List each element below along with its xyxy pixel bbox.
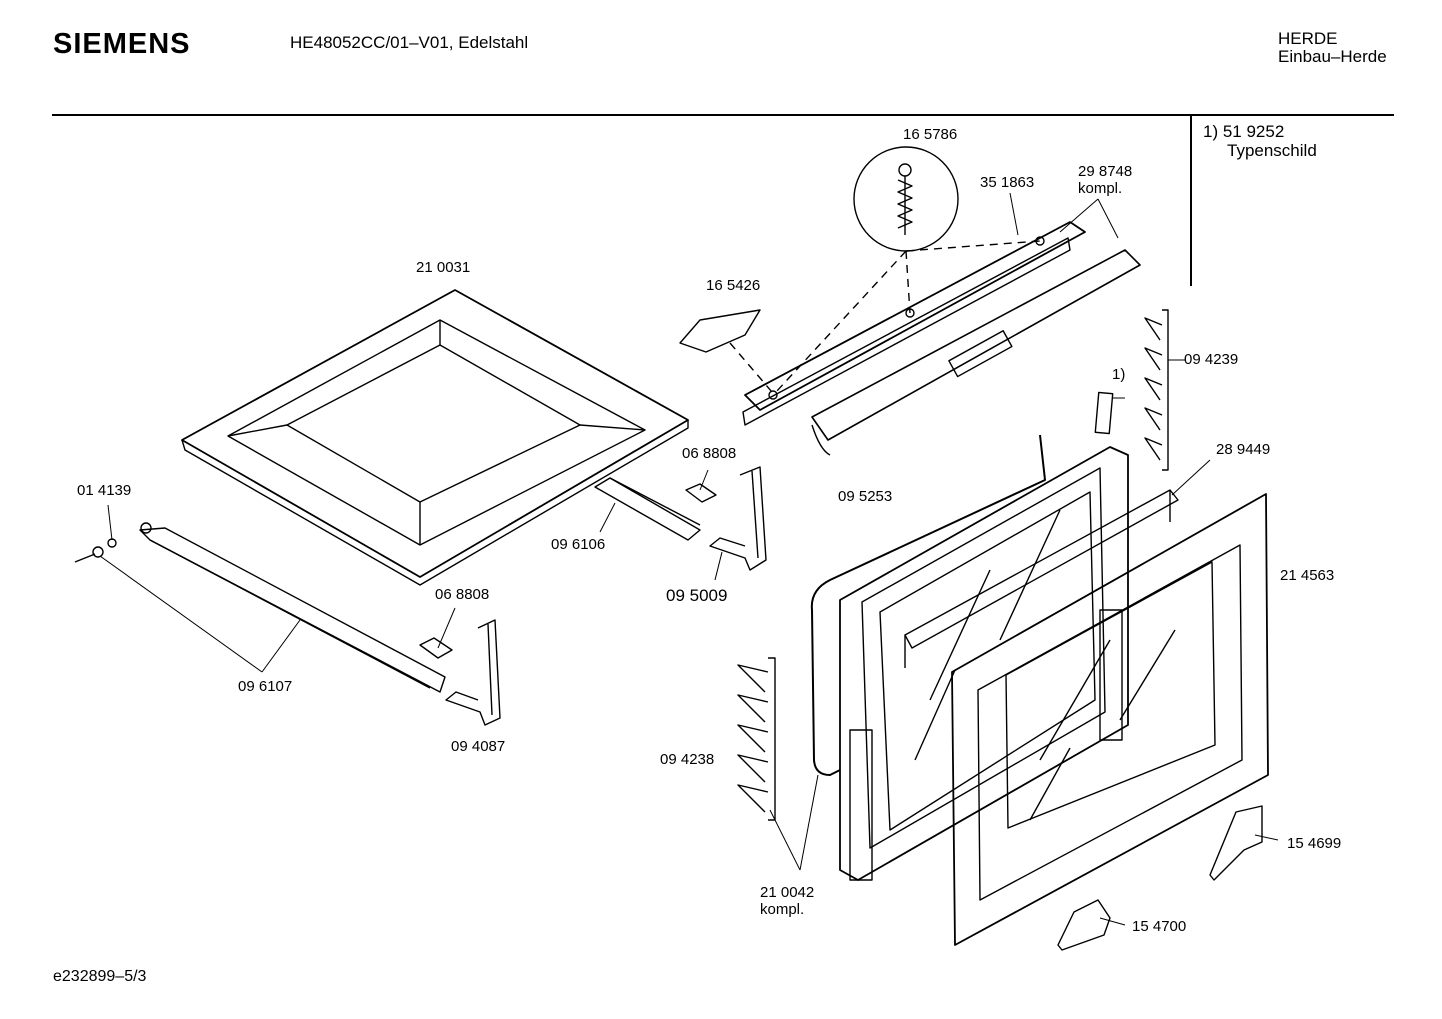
part-label-289449: 28 9449 <box>1216 441 1271 458</box>
part-label-095009: 09 5009 <box>666 586 728 605</box>
top-panel-part <box>181 289 689 586</box>
bracket-part-095009 <box>709 466 767 571</box>
part-label-068808-lower: 06 8808 <box>435 586 490 603</box>
inner-door-part <box>839 446 1129 881</box>
footnote-line-1: 1) 51 9252 <box>1203 122 1285 141</box>
leader-lines <box>99 192 1279 926</box>
category-line-1: HERDE <box>1278 29 1338 48</box>
footnote-block: 1) 51 9252 Typenschild <box>1203 122 1317 160</box>
part-label-210042-number: 21 0042 <box>760 884 815 901</box>
dashed-leaders <box>729 240 1041 393</box>
part-label-095253: 09 5253 <box>838 488 893 505</box>
part-label-096106: 09 6106 <box>551 536 606 553</box>
screw-callout <box>853 146 959 252</box>
part-label-351863: 35 1863 <box>980 174 1035 191</box>
part-label-094239: 09 4239 <box>1184 351 1239 368</box>
footnote-line-2: Typenschild <box>1227 141 1317 160</box>
clip-part-lower <box>419 637 453 659</box>
category-block: HERDE Einbau–Herde <box>1278 30 1387 66</box>
part-label-014139: 01 4139 <box>77 482 132 499</box>
document-id: e232899–5/3 <box>53 968 147 985</box>
part-label-298748-number: 29 8748 <box>1078 163 1133 180</box>
shelf-rail-part-094239 <box>1144 309 1169 471</box>
part-label-096107: 09 6107 <box>238 678 293 695</box>
brand-logo: SIEMENS <box>53 28 191 60</box>
category-line-2: Einbau–Herde <box>1278 47 1387 66</box>
part-label-210031: 21 0031 <box>416 259 471 276</box>
note-divider <box>1190 116 1192 286</box>
side-rail-part <box>139 522 446 693</box>
part-label-210042: 21 0042 kompl. <box>760 884 814 918</box>
frame-rail-part <box>742 221 1086 426</box>
type-plate <box>1094 391 1114 435</box>
door-strip-part <box>904 489 1179 668</box>
bracket-part-094087 <box>445 619 501 726</box>
door-seal-part <box>810 434 1046 776</box>
part-label-165426: 16 5426 <box>706 277 761 294</box>
part-label-094238: 09 4238 <box>660 751 715 768</box>
part-label-165786: 16 5786 <box>903 126 958 143</box>
outer-glass-door-part <box>951 493 1269 946</box>
part-label-094087: 09 4087 <box>451 738 506 755</box>
clip-part-upper <box>685 483 717 503</box>
part-label-298748: 29 8748 kompl. <box>1078 163 1132 197</box>
footnote-ref: 1) <box>1112 366 1126 383</box>
hinge-part-154699 <box>1209 805 1263 881</box>
hinge-part-154700 <box>1057 899 1111 951</box>
cover-profile-part <box>811 249 1141 456</box>
hinge-part-165426 <box>679 309 761 353</box>
rail-part-096106 <box>594 477 701 541</box>
screw-part-014139 <box>74 538 117 563</box>
part-label-068808-upper: 06 8808 <box>682 445 737 462</box>
part-label-154700: 15 4700 <box>1132 918 1187 935</box>
header-rule <box>52 114 1394 116</box>
part-label-298748-sub: kompl. <box>1078 180 1123 197</box>
part-label-154699: 15 4699 <box>1287 835 1342 852</box>
model-title: HE48052CC/01–V01, Edelstahl <box>290 33 529 52</box>
part-label-210042-sub: kompl. <box>760 901 805 918</box>
shelf-rail-part-094238 <box>737 657 776 821</box>
part-label-214563: 21 4563 <box>1280 567 1335 584</box>
